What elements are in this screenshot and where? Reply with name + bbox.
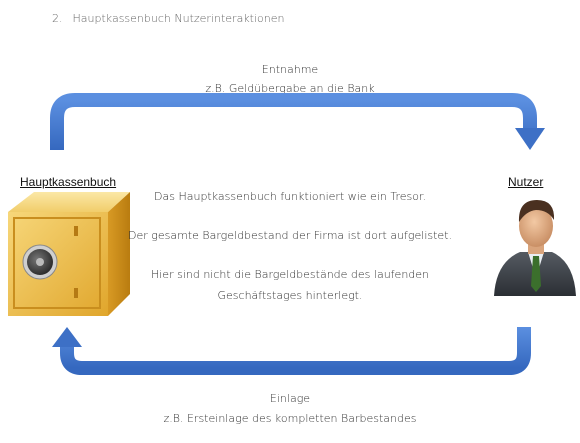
- bottom-flow-title: Einlage: [269, 392, 311, 405]
- description-line-2: Der gesamte Bargeldbestand der Firma ist…: [127, 229, 453, 242]
- description-line-4: Geschäftstages hinterlegt.: [217, 289, 363, 302]
- left-node-label: Hauptkassenbuch: [20, 175, 117, 189]
- section-number: 2.: [52, 12, 63, 25]
- section-title: Hauptkassenbuch Nutzerinteraktionen: [72, 12, 285, 25]
- bottom-flow-example: z.B. Ersteinlage des kompletten Barbesta…: [163, 412, 417, 425]
- top-flow-title: Entnahme: [261, 63, 319, 76]
- top-arrow-head: [515, 128, 545, 150]
- bottom-arrow: [52, 327, 531, 375]
- top-arrow: [50, 93, 545, 150]
- description-line-1: Das Hauptkassenbuch funktioniert wie ein…: [154, 190, 426, 203]
- description-line-3: Hier sind nicht die Bargeldbestände des …: [150, 268, 430, 281]
- section-heading: 2. Hauptkassenbuch Nutzerinteraktionen: [52, 12, 285, 25]
- bottom-arrow-head: [52, 327, 82, 347]
- top-flow-example: z.B. Geldübergabe an die Bank: [205, 82, 375, 95]
- right-node-label: Nutzer: [508, 175, 544, 189]
